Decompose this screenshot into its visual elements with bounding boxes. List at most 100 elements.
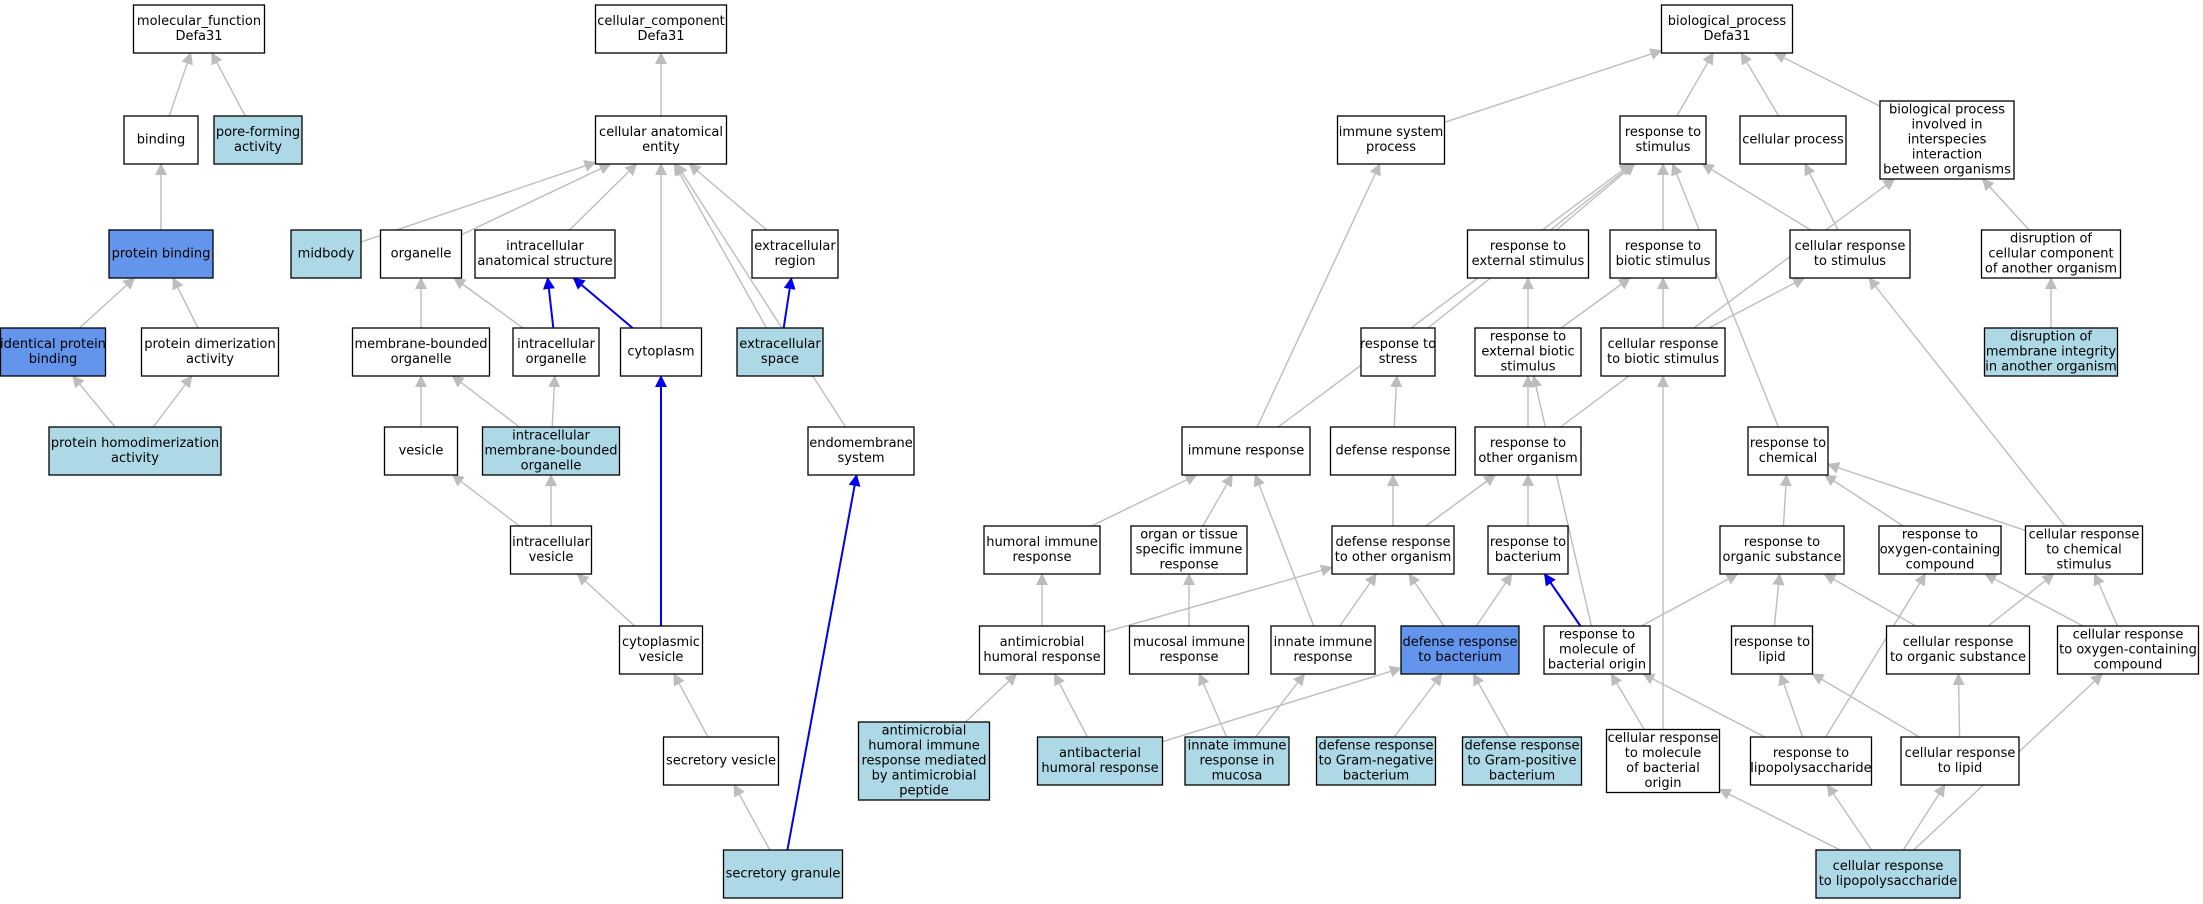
node-dr[interactable]: defense response [1329,426,1457,476]
edge-ecs-to-ecr [782,277,796,329]
node-label: response to [1559,628,1635,643]
node-sv[interactable]: secretory vesicle [662,736,780,786]
node-binding[interactable]: binding [123,115,199,165]
node-box [1360,327,1436,377]
edge-rmbo-to-rtb [1543,573,1582,627]
node-label: defense response [1335,535,1450,550]
node-label: space [761,352,799,367]
node-box [132,4,266,54]
node-label: response to [1734,635,1810,650]
node-label: membrane-bounded [484,444,617,459]
edge-hir-to-ir [1091,474,1198,527]
node-label: humoral immune [868,739,980,754]
node-label: Defa31 [637,29,684,44]
node-ir[interactable]: immune response [1181,426,1311,476]
node-label: response [1012,550,1071,565]
node-cp[interactable]: cellular process [1739,115,1847,165]
edge-ahrmap-to-ahr [964,673,1018,723]
node-label: cellular_component [597,14,725,29]
node-sg[interactable]: secretory granule [722,849,844,899]
node-box [1184,736,1290,786]
node-label: humoral response [1041,761,1158,776]
node-box [807,426,915,476]
edge-rtoo-to-bpio [1559,178,1896,428]
edge-ahr-to-drtoo [1104,564,1333,633]
node-label: extracellular [754,239,836,254]
node-label: to biotic stimulus [1607,352,1719,367]
node-protbind[interactable]: protein binding [108,229,214,279]
node-box [1878,525,2002,575]
edge-drtoo-to-rtoo [1425,474,1497,527]
node-vesicle[interactable]: vesicle [383,426,459,476]
edge-sg-to-endo [786,474,861,851]
node-box [1128,625,1250,675]
node-box [983,525,1101,575]
node-label: humoral response [983,650,1100,665]
node-cyto[interactable]: cytoplasm [619,327,703,377]
node-organelle[interactable]: organelle [379,229,463,279]
node-label: process [1366,140,1416,155]
node-box [1739,115,1847,165]
node-midbody[interactable]: midbody [290,229,362,279]
edge-drgn-to-drtb [1393,673,1443,738]
node-box [2056,625,2200,675]
node-label: cellular response [2073,628,2184,643]
